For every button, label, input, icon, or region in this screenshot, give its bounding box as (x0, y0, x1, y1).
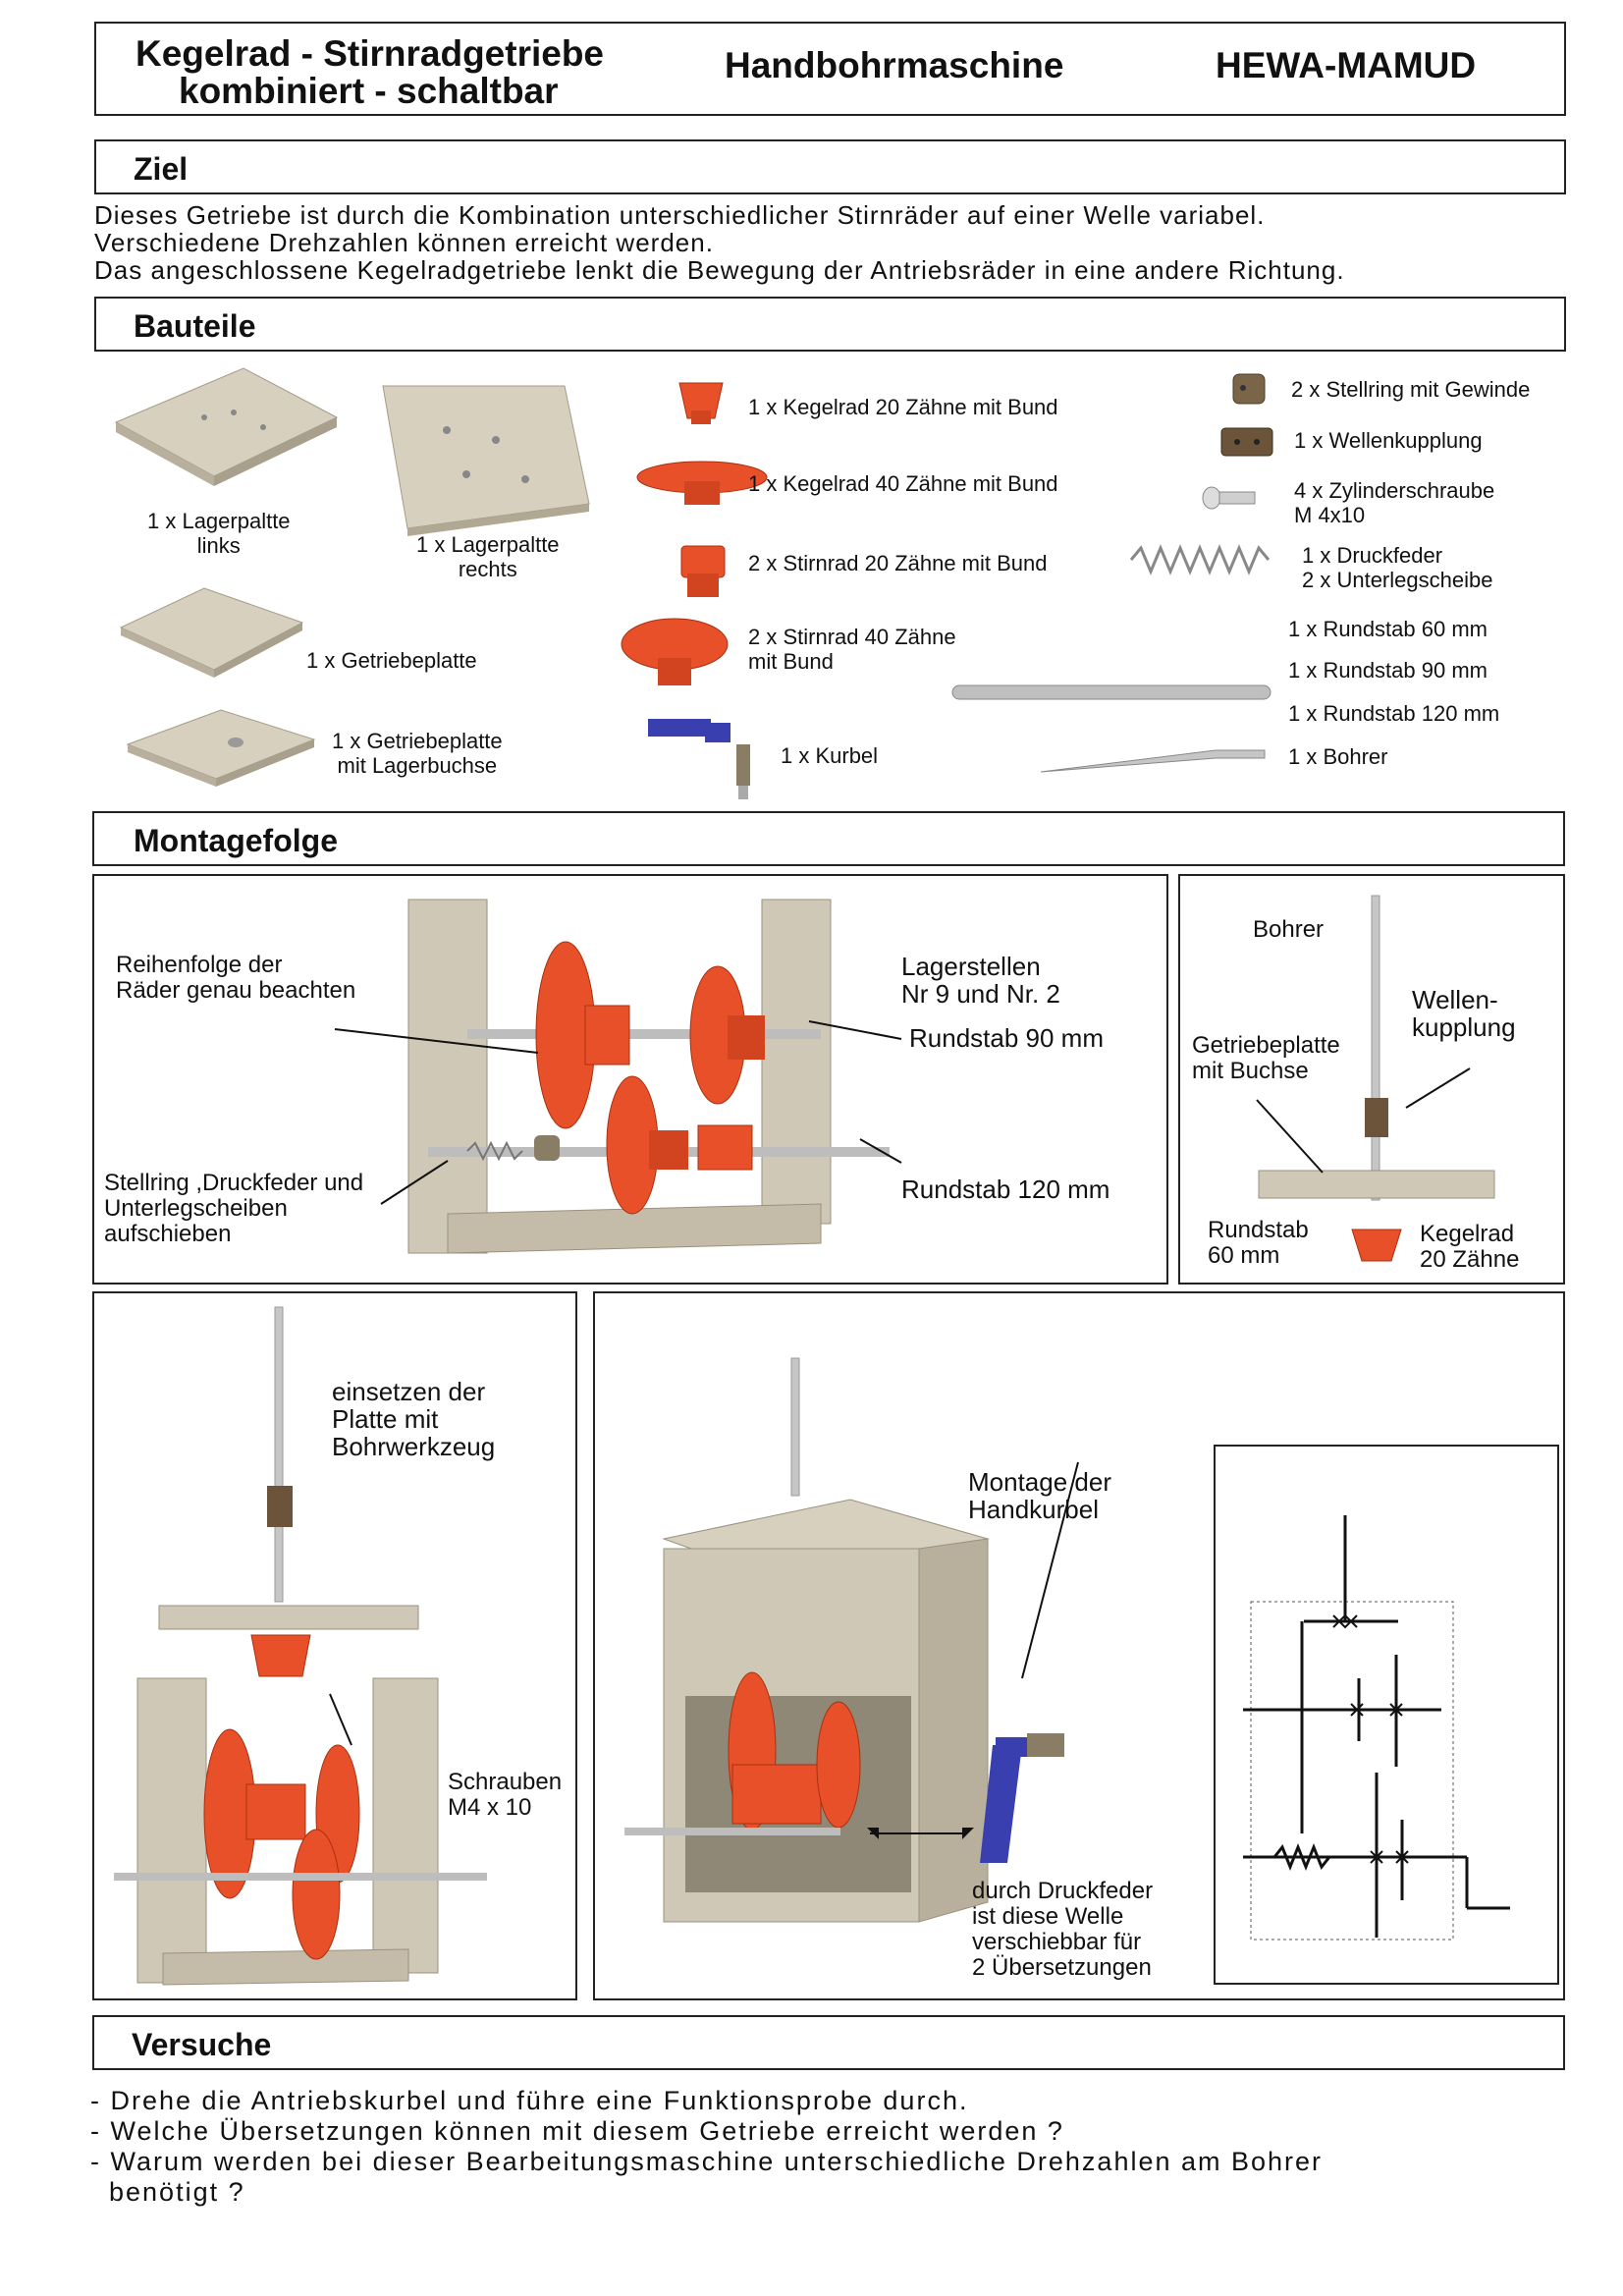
cylinder-screw-label: 4 x Zylinderschraube M 4x10 (1294, 478, 1495, 527)
header-box: Kegelrad - Stirnradgetriebe kombiniert -… (94, 22, 1566, 116)
gear-plate-illustration (119, 587, 304, 678)
crank-note: Montage der Handkurbel (968, 1467, 1111, 1524)
crank-label: 1 x Kurbel (781, 743, 879, 768)
versuche-item: benötigt ? (90, 2177, 245, 2207)
assembly-panel-3: einsetzen der Platte mit Bohrwerkzeug Sc… (92, 1291, 577, 2000)
screws-note: Schrauben M4 x 10 (448, 1769, 563, 1821)
gear-plate-label: 1 x Getriebeplatte (306, 648, 477, 673)
coupling-note: Wellen- kupplung (1412, 985, 1516, 1042)
montage-heading: Montagefolge (134, 823, 338, 858)
versuche-heading: Versuche (132, 2027, 272, 2062)
rod-90-label: 1 x Rundstab 90 mm (1288, 658, 1488, 683)
title-line2: kombiniert - schaltbar (179, 71, 559, 111)
ziel-heading: Ziel (134, 151, 189, 187)
bauteile-heading-box: Bauteile (94, 297, 1566, 352)
leader-lines-1 (334, 1020, 902, 1205)
spur-gear-20-label: 2 x Stirnrad 20 Zähne mit Bund (748, 551, 1048, 575)
plate-note: Getriebeplatte mit Buchse (1192, 1032, 1340, 1084)
title-line1: Kegelrad - Stirnradgetriebe (135, 33, 605, 74)
drill-bit-icon (1040, 749, 1266, 773)
shaft-coupling-label: 1 x Wellenkupplung (1294, 428, 1483, 453)
assembly-panel-1: Reihenfolge der Räder genau beachten Ste… (92, 874, 1168, 1285)
bevel-gear-40-icon (636, 461, 768, 505)
versuche-item: - Warum werden bei dieser Bearbeitungsma… (90, 2147, 1324, 2176)
kinematic-diagram (1214, 1445, 1559, 1985)
order-note: Reihenfolge der Räder genau beachten (116, 952, 356, 1004)
montage-heading-box: Montagefolge (92, 811, 1565, 866)
versuche-list: - Drehe die Antriebskurbel und führe ein… (90, 2086, 1323, 2208)
kinematic-diagram-svg (1243, 1515, 1510, 1941)
plate-left-illustration (114, 367, 339, 486)
plate-insert-illustration (114, 1306, 487, 1986)
pressure-spring-icon (1129, 544, 1271, 575)
insert-note: einsetzen der Platte mit Bohrwerkzeug (332, 1377, 496, 1461)
crank-assembly-illustration (624, 1357, 1079, 1923)
drill-label: 1 x Bohrer (1288, 744, 1388, 769)
versuche-item: - Drehe die Antriebskurbel und führe ein… (90, 2086, 969, 2115)
round-rod-icon (951, 684, 1271, 700)
rod-60-label: 1 x Rundstab 60 mm (1288, 617, 1488, 641)
bevel-gear-20-icon (678, 382, 724, 424)
gear-plate-bushing-illustration (126, 709, 316, 787)
ziel-heading-box: Ziel (94, 139, 1566, 194)
plate-right-illustration (382, 385, 590, 536)
shaft-coupling-icon (1220, 427, 1273, 457)
spur-gear-40-icon (621, 618, 729, 685)
bevel-note: Kegelrad 20 Zähne (1420, 1221, 1520, 1273)
ziel-line: Dieses Getriebe ist durch die Kombinatio… (94, 200, 1266, 230)
bauteile-heading: Bauteile (134, 308, 256, 344)
ring-note: Stellring ,Druckfeder und Unterlegscheib… (104, 1170, 364, 1247)
rod-120-label: 1 x Rundstab 120 mm (1288, 701, 1500, 726)
spring-note: durch Druckfeder ist diese Welle verschi… (972, 1878, 1154, 1981)
gearbox-illustration-1 (407, 899, 890, 1254)
set-collar-label: 2 x Stellring mit Gewinde (1291, 377, 1531, 402)
spring-washer-label: 1 x Druckfeder 2 x Unterlegscheibe (1302, 543, 1493, 592)
crank-icon (648, 719, 750, 799)
ziel-text: Dieses Getriebe ist durch die Kombinatio… (94, 201, 1345, 284)
set-collar-icon (1232, 373, 1266, 405)
spur-gear-40-label: 2 x Stirnrad 40 Zähne mit Bund (748, 625, 956, 674)
gear-plate-bushing-label: 1 x Getriebeplatte mit Lagerbuchse (332, 729, 503, 778)
ziel-line: Verschiedene Drehzahlen können erreicht … (94, 228, 714, 257)
cylinder-screw-icon (1202, 486, 1256, 510)
subject-title: Handbohrmaschine (725, 45, 1064, 85)
brand-title: HEWA-MAMUD (1216, 45, 1477, 85)
rod120-note: Rundstab 120 mm (901, 1175, 1110, 1204)
plate-left-label: 1 x Lagerpaltte links (147, 509, 291, 558)
bearing-note: Lagerstellen Nr 9 und Nr. 2 (901, 952, 1060, 1009)
bevel-gear-20-label: 1 x Kegelrad 20 Zähne mit Bund (748, 395, 1058, 419)
spur-gear-20-icon (680, 545, 726, 597)
drill-assembly-illustration (1256, 895, 1495, 1262)
rod90-note: Rundstab 90 mm (909, 1023, 1104, 1053)
rod60-note: Rundstab 60 mm (1208, 1217, 1309, 1269)
bevel-gear-40-label: 1 x Kegelrad 40 Zähne mit Bund (748, 471, 1058, 496)
drill-note: Bohrer (1253, 916, 1325, 943)
assembly-panel-2: Bohrer Wellen- kupplung Getriebeplatte m… (1178, 874, 1565, 1285)
versuche-heading-box: Versuche (92, 2015, 1565, 2070)
plate-right-label: 1 x Lagerpaltte rechts (416, 532, 560, 581)
assembly-panel-4: Montage der Handkurbel durch Druckfeder … (593, 1291, 1565, 2000)
ziel-line: Das angeschlossene Kegelradgetriebe lenk… (94, 255, 1345, 285)
versuche-item: - Welche Übersetzungen können mit diesem… (90, 2116, 1064, 2146)
